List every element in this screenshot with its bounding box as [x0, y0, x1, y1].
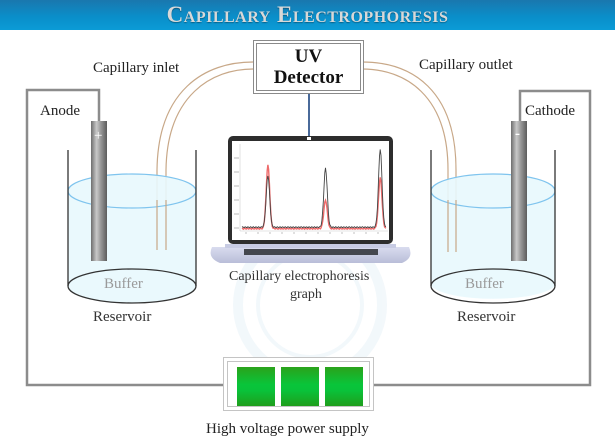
capillary-inlet-tube — [156, 61, 254, 250]
power-supply-label: High voltage power supply — [206, 421, 369, 437]
reservoir-right-label: Reservoir — [457, 309, 516, 325]
power-supply — [223, 357, 374, 411]
capillary-submerged — [156, 200, 457, 252]
grey-trace — [241, 149, 387, 229]
capillary-outlet-tube — [361, 61, 457, 252]
graph-caption-line1: Capillary electrophoresis — [229, 269, 370, 284]
cathode-minus-sign: - — [515, 126, 520, 142]
battery-cell — [325, 367, 363, 406]
buffer-right-label: Buffer — [465, 276, 504, 292]
circuit-wire — [25, 88, 592, 387]
uv-detector-line2: Detector — [273, 67, 344, 88]
anode-label: Anode — [40, 103, 80, 119]
capillary-inlet-label: Capillary inlet — [93, 60, 180, 76]
cathode-label: Cathode — [525, 103, 575, 119]
buffer-left-label: Buffer — [104, 276, 143, 292]
anode-electrode — [91, 121, 107, 261]
capillary-outlet-label: Capillary outlet — [419, 57, 513, 73]
reservoir-left-label: Reservoir — [93, 309, 152, 325]
uv-detector: UV Detector — [253, 40, 364, 94]
electropherogram-chart — [234, 144, 388, 234]
title-bar: Capillary Electrophoresis — [0, 0, 615, 30]
page-title: Capillary Electrophoresis — [166, 2, 449, 27]
battery-cell — [237, 367, 275, 406]
cathode-electrode — [511, 121, 527, 261]
graph-caption-line2: graph — [290, 287, 322, 302]
laptop — [210, 136, 411, 263]
anode-plus-sign: + — [94, 128, 103, 144]
battery-cell — [281, 367, 319, 406]
uv-detector-line1: UV — [294, 46, 323, 67]
